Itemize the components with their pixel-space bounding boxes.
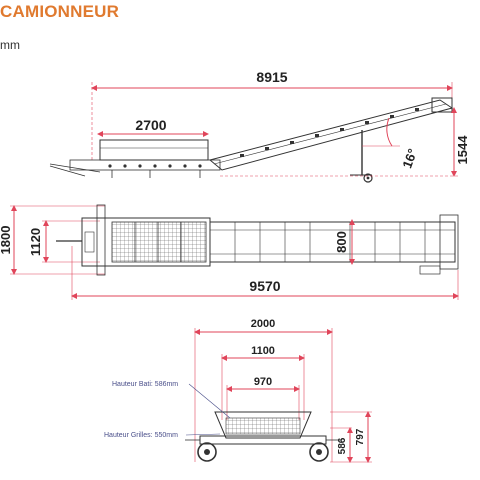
rollers [108, 164, 202, 168]
drive-motor [431, 97, 453, 113]
page-subtitle: mm [0, 38, 20, 52]
dim-inner-width: 1100 [251, 345, 275, 357]
wheel-right [309, 442, 329, 462]
dim-overall-width: 1800 [0, 226, 13, 255]
hopper-front [214, 411, 312, 439]
top-view: 1800 1120 800 9570 [0, 204, 459, 300]
dim-hopper-width: 1120 [28, 228, 43, 256]
conveyor-cleats [240, 108, 419, 157]
hopper-grille [111, 221, 207, 263]
dim-height: 1544 [455, 135, 470, 165]
dim-frame-height: 797 [355, 428, 366, 445]
label-grid-height: Hauteur Grilles: 550mm [104, 432, 178, 439]
belt-top [209, 221, 456, 263]
axle [96, 204, 106, 276]
motor-top [419, 265, 441, 275]
dim-grid-height: 586 [337, 437, 348, 454]
drive-head-top [439, 214, 459, 270]
dim-belt-width: 800 [334, 231, 349, 253]
wheel [363, 173, 373, 183]
dim-total-width: 2000 [251, 318, 275, 330]
dim-angle: 16° [399, 147, 420, 171]
grille-front [225, 417, 301, 435]
logo-plate [84, 231, 95, 253]
frame-front [199, 435, 327, 445]
side-view: 8915 2700 [49, 69, 470, 183]
dim-grid-width: 970 [254, 376, 272, 388]
wheel-left [197, 442, 217, 462]
chassis [69, 159, 221, 171]
dim-hopper-length: 2700 [135, 117, 166, 133]
label-frame-height: Hauteur Bati: 586mm [112, 381, 178, 388]
dim-total-length-top: 9570 [249, 278, 280, 294]
hopper-body [99, 139, 209, 161]
front-view: 2000 1100 970 586 797 Hauteur Bati: 586m… [104, 318, 372, 463]
angle-arc [386, 117, 393, 147]
support-legs [111, 170, 201, 178]
page-title: CAMIONNEUR [0, 2, 120, 21]
belt-rollers [234, 222, 426, 262]
dim-total-length: 8915 [256, 69, 287, 85]
